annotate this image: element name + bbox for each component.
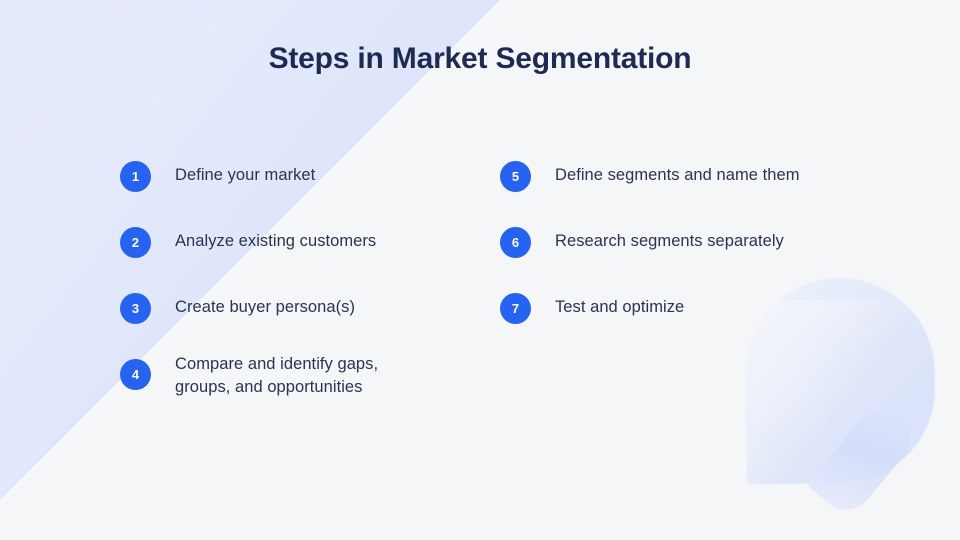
step-label-3: Create buyer persona(s)	[175, 298, 355, 316]
step-item-4: 4 Compare and identify gaps, groups, and…	[120, 353, 450, 419]
step-label-4-line-1: Compare and identify gaps,	[175, 355, 379, 373]
step-number-badge-7: 7	[500, 293, 531, 324]
step-number-badge-2: 2	[120, 227, 151, 258]
step-label-1: Define your market	[175, 166, 316, 184]
step-label-4-line-2: groups, and opportunities	[175, 378, 363, 396]
page-title: Steps in Market Segmentation	[268, 42, 692, 75]
steps-column-right: 5 Define segments and name them 6 Resear…	[500, 155, 860, 353]
step-label-5: Define segments and name them	[555, 166, 800, 184]
step-number-badge-5: 5	[500, 161, 531, 192]
step-item-6: 6 Research segments separately	[500, 221, 860, 287]
step-number-badge-3: 3	[120, 293, 151, 324]
step-item-3: 3 Create buyer persona(s)	[120, 287, 450, 353]
step-item-1: 1 Define your market	[120, 155, 450, 221]
step-item-5: 5 Define segments and name them	[500, 155, 860, 221]
step-label-2: Analyze existing customers	[175, 232, 377, 250]
step-label-4: Compare and identify gaps, groups, and o…	[175, 353, 450, 399]
steps-column-left: 1 Define your market 2 Analyze existing …	[120, 155, 450, 419]
step-number-badge-6: 6	[500, 227, 531, 258]
step-number-badge-4: 4	[120, 359, 151, 390]
step-number-badge-1: 1	[120, 161, 151, 192]
step-label-6: Research segments separately	[555, 232, 784, 250]
step-label-7: Test and optimize	[555, 298, 685, 316]
step-item-7: 7 Test and optimize	[500, 287, 860, 353]
step-item-2: 2 Analyze existing customers	[120, 221, 450, 287]
